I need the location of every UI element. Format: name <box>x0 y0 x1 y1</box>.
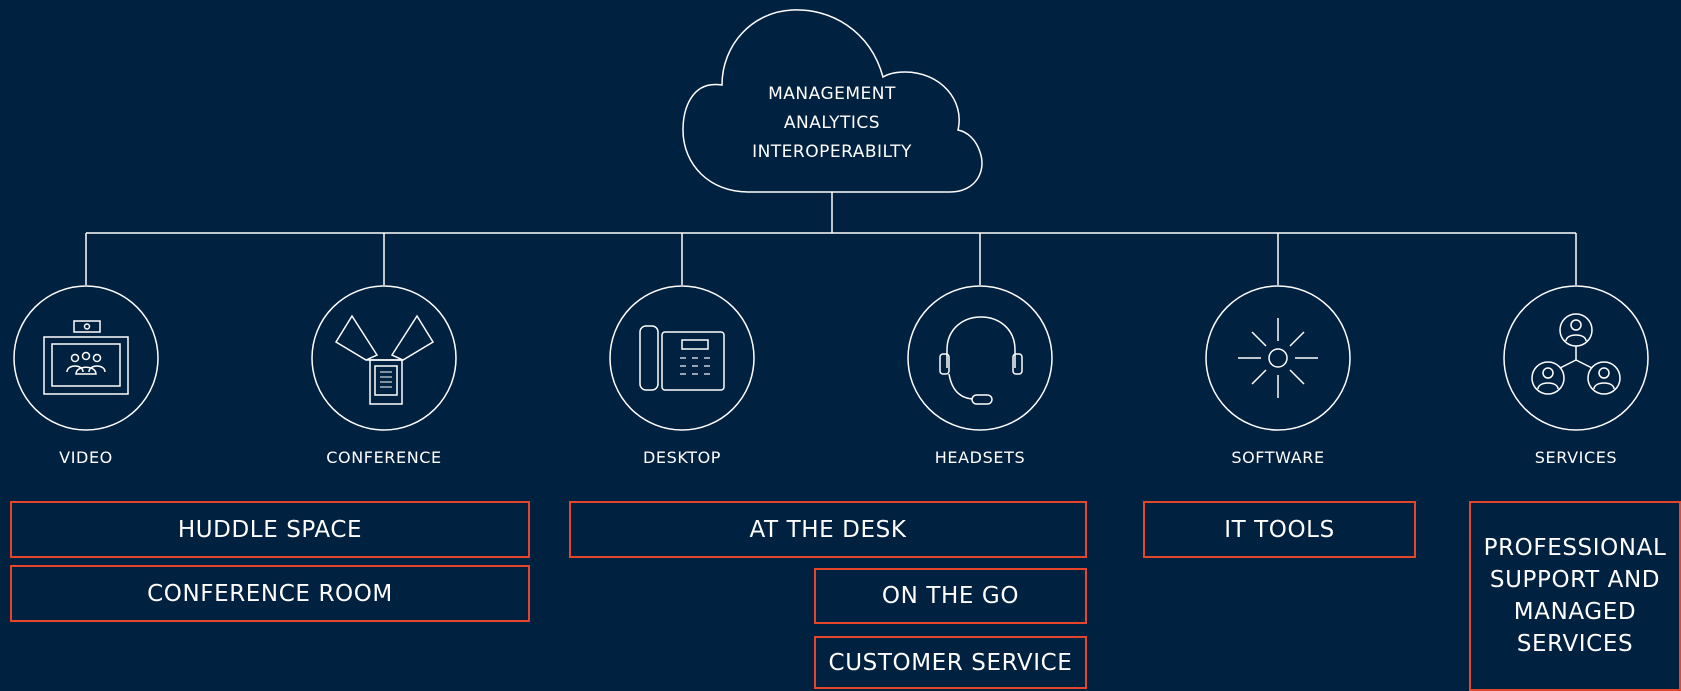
desktop-icon-circle <box>609 285 755 431</box>
category-label-services: SERVICES <box>1534 448 1618 467</box>
category-label-headsets: HEADSETS <box>934 448 1026 467</box>
tag-huddle-space: HUDDLE SPACE <box>10 501 530 558</box>
category-label-desktop: DESKTOP <box>642 448 722 467</box>
tag-it-tools: IT TOOLS <box>1143 501 1416 558</box>
hierarchy-connectors <box>85 192 1577 285</box>
cloud-line-management: MANAGEMENT <box>768 84 896 104</box>
cloud-line-analytics: ANALYTICS <box>783 113 881 133</box>
headsets-icon-circle <box>907 285 1053 431</box>
cloud-line-interoperability: INTEROPERABILTY <box>752 142 912 162</box>
people-network-icon <box>1531 313 1621 395</box>
software-burst-icon <box>1238 318 1318 398</box>
tag-on-the-go: ON THE GO <box>814 568 1087 624</box>
desk-phone-icon <box>639 325 725 391</box>
category-label-video: VIDEO <box>59 448 113 467</box>
video-icon-circle <box>13 285 159 431</box>
cloud-label: MANAGEMENT ANALYTICS INTEROPERABILTY <box>690 80 974 167</box>
tag-customer-service: CUSTOMER SERVICE <box>814 636 1087 689</box>
software-icon-circle <box>1205 285 1351 431</box>
conference-phone-icon <box>334 314 435 405</box>
category-label-conference: CONFERENCE <box>326 448 442 467</box>
tag-conference-room: CONFERENCE ROOM <box>10 565 530 622</box>
category-label-software: SOFTWARE <box>1231 448 1325 467</box>
tag-at-the-desk: AT THE DESK <box>569 501 1087 558</box>
tag-professional-services: PROFESSIONAL SUPPORT AND MANAGED SERVICE… <box>1469 501 1681 691</box>
video-conference-screen-icon <box>43 320 129 395</box>
headset-icon <box>939 316 1023 405</box>
cloud-icon <box>682 9 983 193</box>
conference-icon-circle <box>311 285 457 431</box>
services-icon-circle <box>1503 285 1649 431</box>
